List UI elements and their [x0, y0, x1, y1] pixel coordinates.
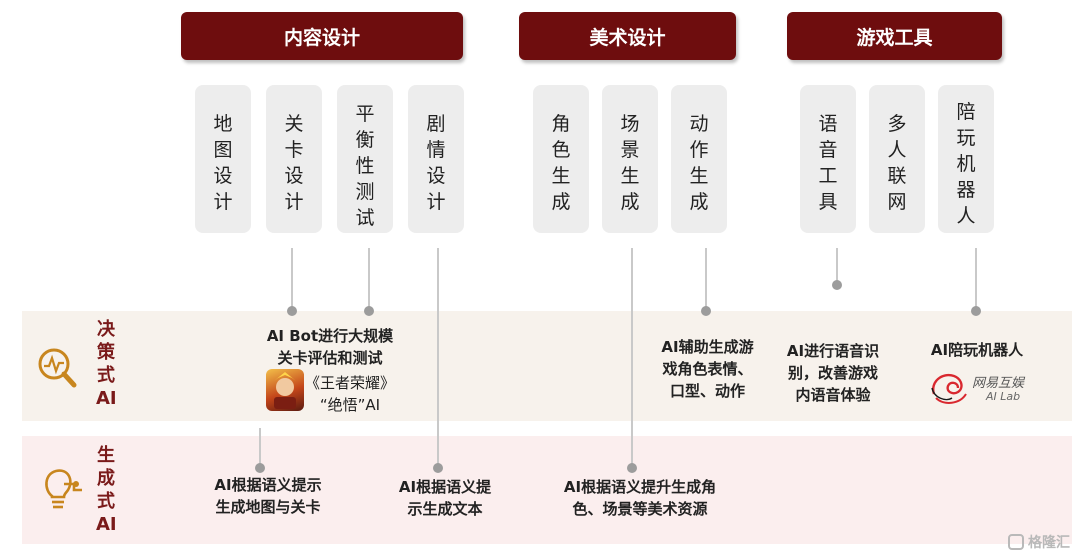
lightbulb-icon	[45, 469, 82, 509]
card-motion-generation: 动作生成	[671, 85, 727, 233]
card-scene-generation: 场景生成	[602, 85, 658, 233]
connector-line	[836, 248, 838, 284]
connector-dot	[971, 306, 981, 316]
card-level-design: 关卡设计	[266, 85, 322, 233]
connector-line	[631, 248, 633, 466]
card-character-generation: 角色生成	[533, 85, 589, 233]
honor-of-kings-app-icon	[266, 369, 304, 411]
card-balance-testing: 平衡性测试	[337, 85, 393, 233]
header-content-design: 内容设计	[181, 12, 463, 60]
connector-dot	[364, 306, 374, 316]
ai-map-level-generation-text: AI根据语义提示 生成地图与关卡	[214, 476, 322, 516]
ai-animation-assist-text: AI辅助生成游 戏角色表情、 口型、动作	[661, 338, 754, 400]
connector-line	[705, 248, 707, 310]
card-multiplayer-network: 多人联网	[869, 85, 925, 233]
card-voice-tools: 语音工具	[800, 85, 856, 233]
netease-ai-lab-logo: 网易互娱 AI Lab	[928, 368, 1048, 410]
magnifier-chart-icon	[38, 348, 77, 388]
connector-line	[437, 248, 439, 466]
decision-ai-band	[22, 311, 1072, 421]
connector-line	[975, 248, 977, 310]
ai-lab-text: AI Lab	[986, 390, 1021, 403]
card-story-design: 剧情设计	[408, 85, 464, 233]
watermark-text: 格隆汇	[1028, 535, 1070, 551]
netease-swirl-icon	[931, 373, 967, 404]
card-map-design: 地图设计	[195, 85, 251, 233]
connector-dot	[627, 463, 637, 473]
connector-dot	[255, 463, 265, 473]
ai-text-generation-text: AI根据语义提 示生成文本	[398, 478, 492, 518]
connector-dot	[433, 463, 443, 473]
ai-art-asset-generation-text: AI根据语义提升生成角 色、场景等美术资源	[563, 478, 717, 518]
header-game-tools: 游戏工具	[787, 12, 1002, 60]
ai-voice-recognition-text: AI进行语音识 别，改善游戏 内语音体验	[786, 342, 880, 404]
ai-bot-level-testing-text: AI Bot进行大规模 关卡评估和测试	[266, 327, 394, 367]
header-art-design: 美术设计	[519, 12, 736, 60]
card-companion-robot: 陪玩机器人	[938, 85, 994, 233]
ai-companion-robot-text: AI陪玩机器人	[930, 341, 1024, 359]
connector-line	[291, 248, 293, 310]
honor-of-kings-juewu-text: 《王者荣耀》 “绝悟”AI	[304, 374, 395, 414]
connector-dot	[287, 306, 297, 316]
watermark-logo-icon	[1008, 534, 1024, 550]
netease-logo-text: 网易互娱	[972, 376, 1025, 391]
connector-dot	[701, 306, 711, 316]
generative-ai-band	[22, 436, 1072, 544]
connector-line	[368, 248, 370, 310]
connector-dot	[832, 280, 842, 290]
connector-line	[259, 428, 261, 466]
watermark: 格隆汇	[1008, 532, 1070, 552]
